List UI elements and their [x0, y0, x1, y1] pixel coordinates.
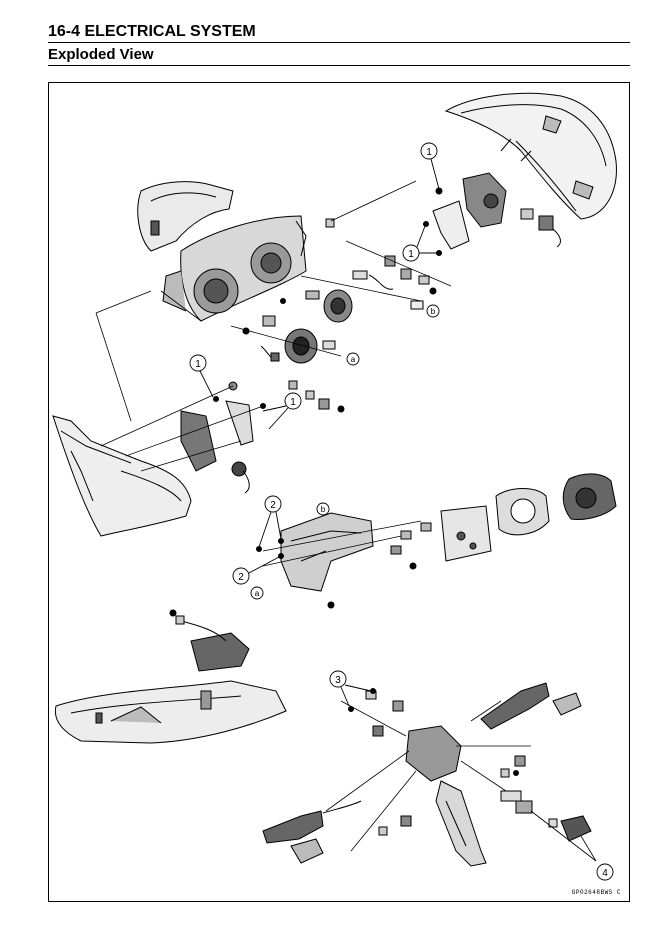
callout-1-right-label: 1 [408, 249, 414, 260]
ref-a-lower-label: a [255, 589, 260, 598]
callout-2-lower [232, 567, 250, 585]
callout-1-top-label: 1 [426, 147, 432, 158]
callout-1-left [189, 354, 207, 372]
callout-labels: 1 1 1 1 2 2 3 4 b a b a [195, 147, 608, 879]
ref-b-upper-label: b [431, 307, 436, 316]
rear-seat-cowl [54, 609, 287, 744]
ref-a-lower [250, 586, 264, 600]
header-rule [48, 42, 630, 43]
callout-1-left-label: 1 [195, 359, 201, 370]
meter-bracket [256, 512, 422, 609]
ref-b-upper [426, 304, 440, 318]
headlight-bulbs [242, 289, 353, 364]
rear-turn-signals [262, 682, 592, 864]
callout-3 [329, 670, 347, 688]
callout-2-upper [264, 495, 282, 513]
exploded-view-drawing: 1 1 1 1 2 2 3 4 b a b a [52, 92, 617, 881]
ref-a-upper-label: a [351, 355, 356, 364]
callout-1-middle-label: 1 [290, 397, 296, 408]
callout-4-label: 4 [602, 868, 608, 879]
position-lamp-parts [352, 255, 437, 310]
callout-2-lower-label: 2 [238, 572, 244, 583]
callout-1-top [420, 142, 438, 160]
callout-4 [596, 863, 614, 881]
subtitle-rule [48, 65, 630, 66]
page-header: 16-4 ELECTRICAL SYSTEM Exploded View [48, 22, 630, 66]
exploded-view-figure: 1 1 1 1 2 2 3 4 b a b a GP02648BWS C [48, 82, 630, 902]
meter-assembly [390, 473, 617, 570]
leader-lines-lower [325, 700, 597, 862]
right-front-turn-signal-assembly [423, 172, 561, 256]
leader-lines-upper [95, 180, 452, 472]
callout-3-label: 3 [335, 675, 341, 686]
ref-b-lower [316, 502, 330, 516]
callouts [189, 142, 614, 881]
page-subtitle: Exploded View [48, 46, 154, 63]
callout-2-upper-label: 2 [270, 500, 276, 511]
headlight-assembly [137, 181, 335, 322]
upper-cowl [444, 92, 617, 220]
callout-1-middle [284, 392, 302, 410]
tail-license-assembly [348, 688, 487, 867]
ref-b-lower-label: b [321, 505, 326, 514]
figure-code: GP02648BWS C [571, 889, 621, 896]
ref-a-upper [346, 352, 360, 366]
section-title: 16-4 ELECTRICAL SYSTEM [48, 23, 256, 40]
